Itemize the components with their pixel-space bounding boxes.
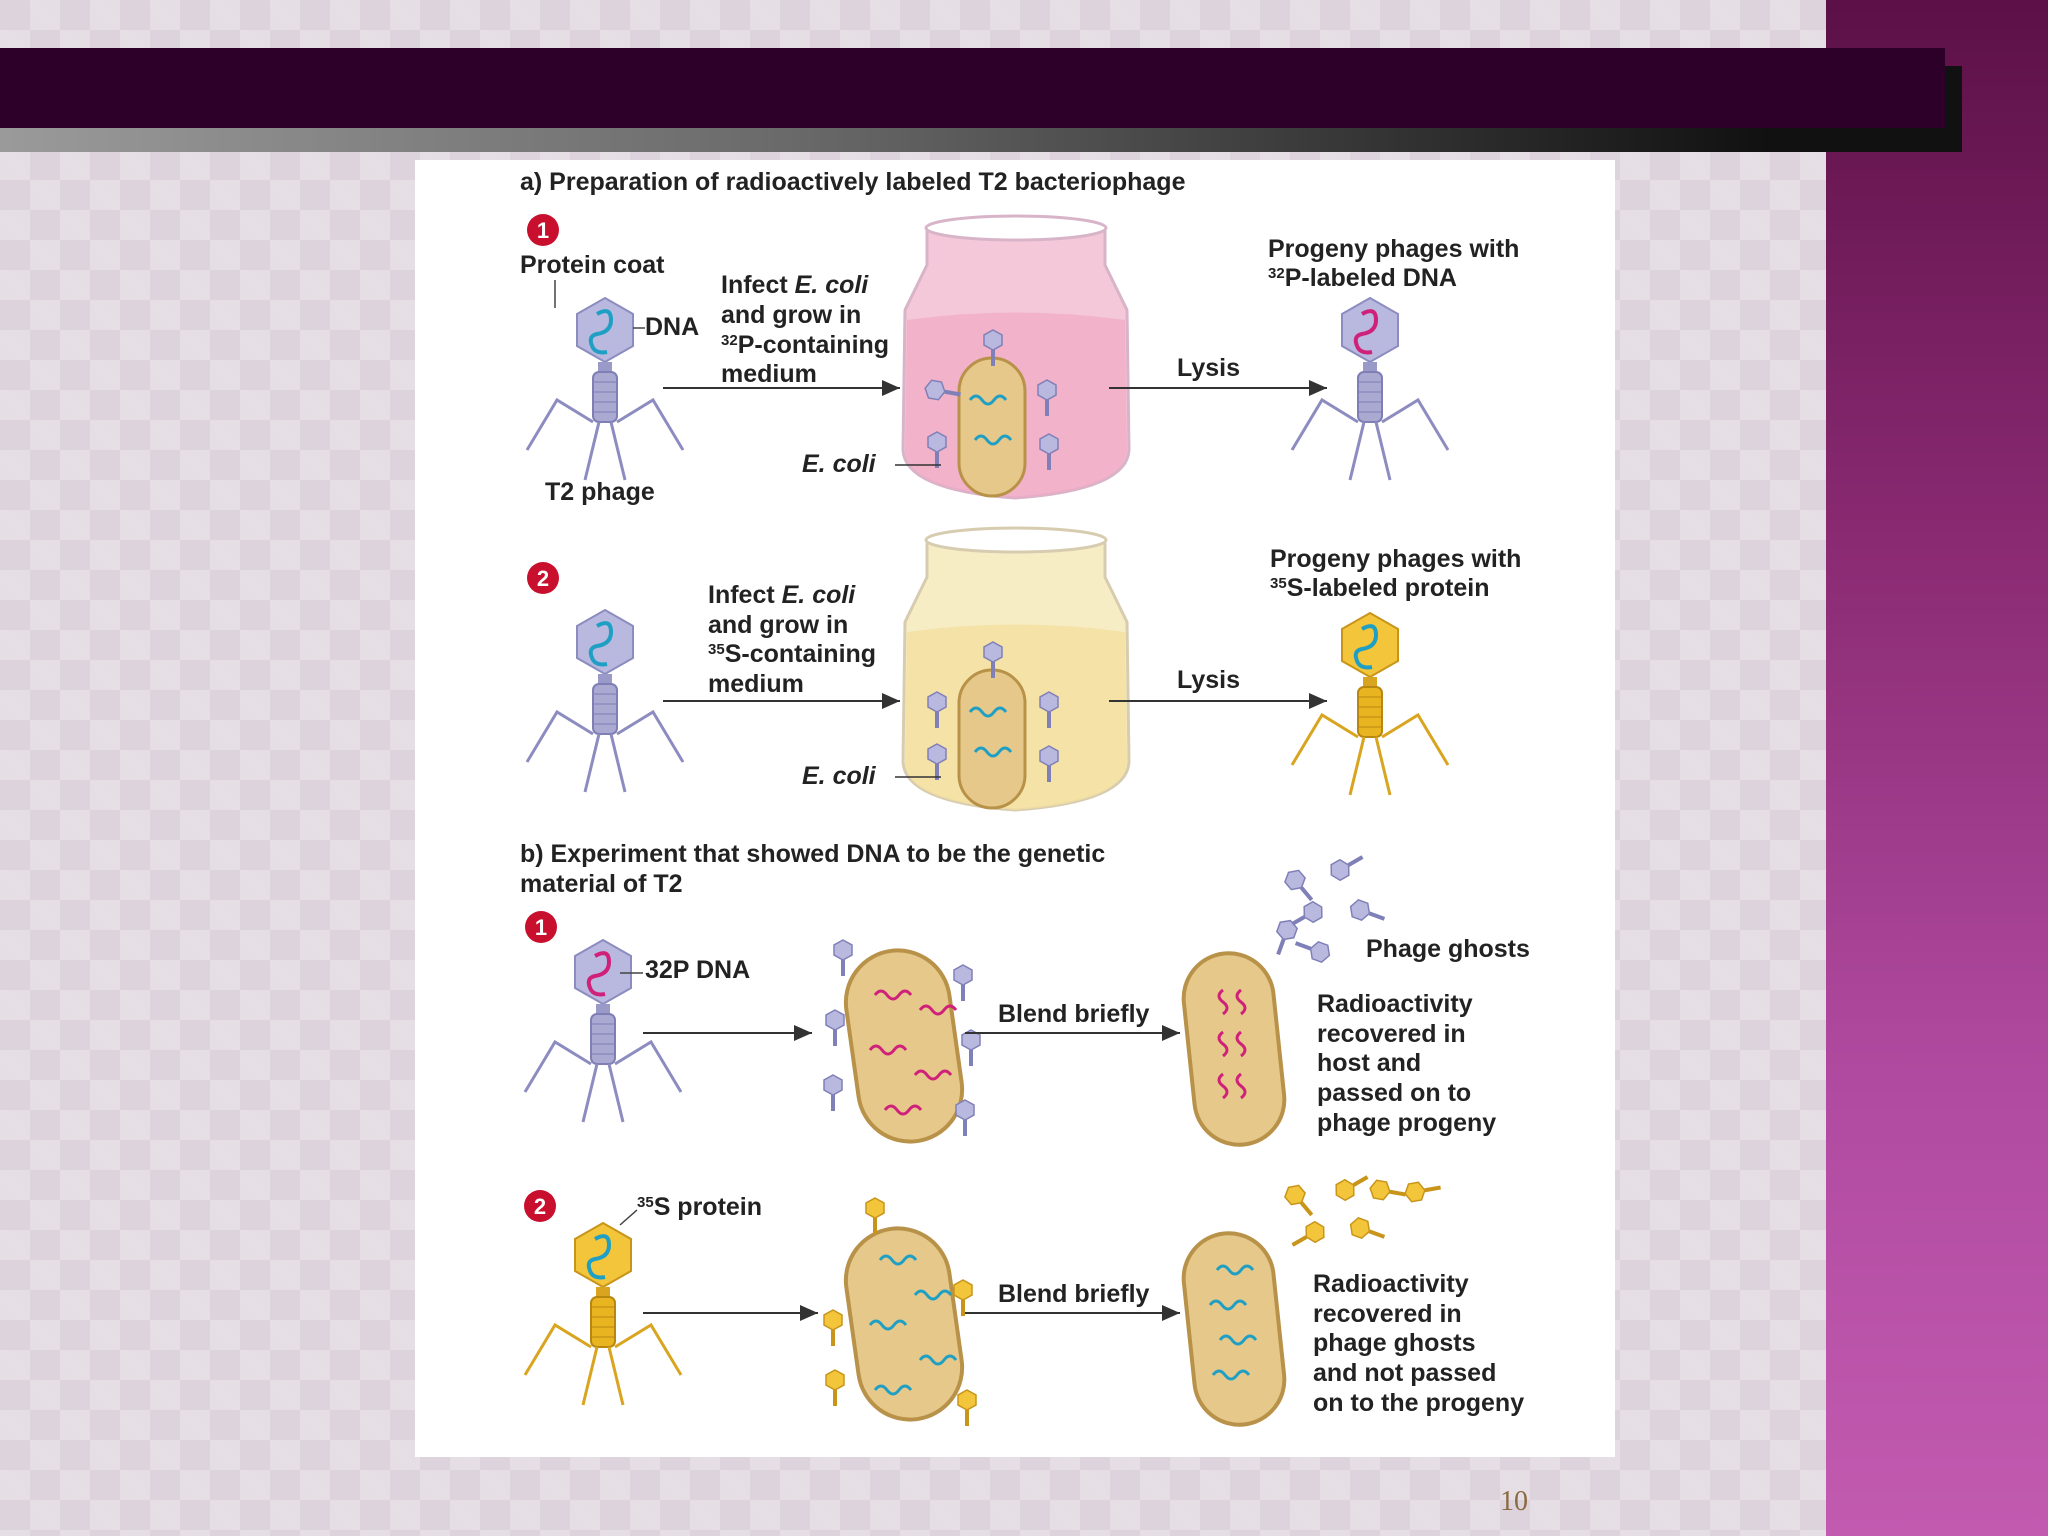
progeny-a2-line1: Progeny phages with	[1270, 545, 1521, 573]
dna-label: DNA	[645, 313, 699, 341]
ecoli-b2-result-icon	[1181, 1231, 1287, 1427]
step-a1-badge: 1	[527, 214, 559, 246]
progeny-35s-phage-icon	[1290, 611, 1450, 797]
label-35s-protein: 35S protein	[637, 1193, 762, 1221]
step-a2-badge: 2	[527, 562, 559, 594]
infect-a2-line3: 35S-containing	[708, 640, 876, 668]
infect-a1-line4: medium	[721, 360, 817, 388]
infect-a1-line1: Infect E. coli	[721, 271, 869, 299]
phage-32p-icon	[523, 938, 683, 1124]
infect-a1-line2: and grow in	[721, 301, 861, 329]
label-32p-dna: 32P DNA	[645, 956, 750, 984]
result-b2-line4: and not passed	[1313, 1359, 1496, 1387]
svg-text:1: 1	[537, 218, 549, 243]
result-b2-line2: recovered in	[1313, 1300, 1462, 1328]
progeny-32p-phage-icon	[1290, 296, 1450, 482]
infect-a2-line1: Infect E. coli	[708, 581, 856, 609]
svg-text:1: 1	[535, 915, 547, 940]
t2-phage-icon	[525, 296, 685, 482]
progeny-a1-line1: Progeny phages with	[1268, 235, 1519, 263]
result-b1-line4: passed on to	[1317, 1079, 1471, 1107]
blend-b1-label: Blend briefly	[998, 1000, 1150, 1028]
lysis-a1-label: Lysis	[1177, 354, 1240, 382]
result-b1-line2: recovered in	[1317, 1020, 1466, 1048]
step-b2-badge: 2	[524, 1190, 556, 1222]
progeny-a2-line2: 35S-labeled protein	[1270, 574, 1490, 602]
t2-phage-label: T2 phage	[545, 478, 655, 506]
result-b2-line1: Radioactivity	[1313, 1270, 1469, 1298]
ecoli-a2-label: E. coli	[802, 762, 877, 790]
hershey-chase-figure: a) Preparation of radioactively labeled …	[415, 160, 1615, 1457]
side-decoration-bar	[1826, 0, 2048, 1536]
svg-text:2: 2	[534, 1194, 546, 1219]
page-number: 10	[1500, 1486, 1528, 1517]
blend-b2-label: Blend briefly	[998, 1280, 1150, 1308]
section-b-title-line2: material of T2	[520, 870, 683, 898]
flask-35s-icon	[901, 526, 1131, 812]
phage-ghosts-label: Phage ghosts	[1366, 935, 1530, 963]
protein-coat-label: Protein coat	[520, 251, 665, 279]
ecoli-b1-result-icon	[1181, 951, 1287, 1147]
result-b2-line3: phage ghosts	[1313, 1329, 1476, 1357]
section-a-title: a) Preparation of radioactively labeled …	[520, 168, 1186, 196]
phage-ghosts-yellow-icon	[1279, 1167, 1445, 1255]
result-b1-line3: host and	[1317, 1049, 1421, 1077]
infect-a2-line4: medium	[708, 670, 804, 698]
t2-phage-2-icon	[525, 608, 685, 794]
infect-a1-line3: 32P-containing	[721, 331, 889, 359]
section-b-title-line1: b) Experiment that showed DNA to be the …	[520, 840, 1105, 868]
svg-text:2: 2	[537, 566, 549, 591]
ecoli-b1-infected-icon	[822, 938, 982, 1144]
step-b1-badge: 1	[525, 911, 557, 943]
ecoli-b2-infected-icon	[822, 1196, 978, 1428]
title-band	[0, 48, 1945, 128]
lysis-a2-label: Lysis	[1177, 666, 1240, 694]
infect-a2-line2: and grow in	[708, 611, 848, 639]
ecoli-a1-label: E. coli	[802, 450, 877, 478]
result-b1-line5: phage progeny	[1317, 1109, 1496, 1137]
phage-35s-icon	[523, 1221, 683, 1407]
result-b2-line5: on to the progeny	[1313, 1389, 1524, 1417]
result-b1-line1: Radioactivity	[1317, 990, 1473, 1018]
progeny-a1-line2: 32P-labeled DNA	[1268, 264, 1457, 292]
flask-32p-icon	[901, 214, 1131, 500]
